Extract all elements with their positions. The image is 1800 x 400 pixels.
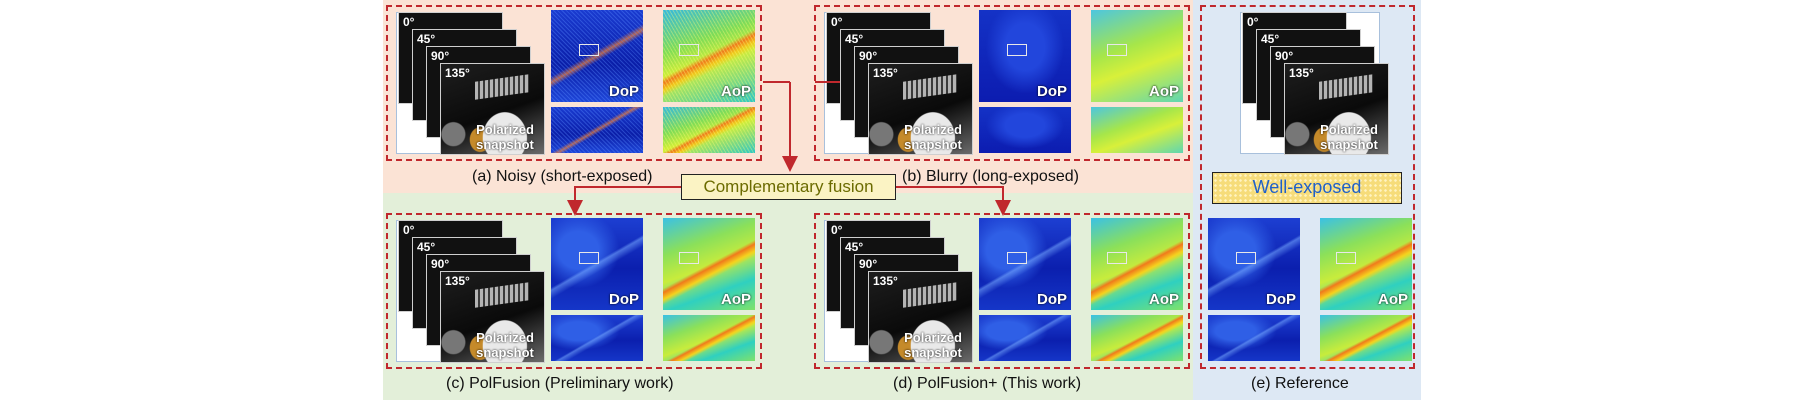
angle-label: 0° [1247,15,1259,29]
angle-label: 0° [403,15,415,29]
roi-box [1236,252,1256,264]
caption-c: (c) PolFusion (Preliminary work) [446,375,674,392]
angle-label: 135° [445,274,470,288]
angle-label: 45° [845,32,864,46]
polarized-snapshot-label: Polarized snapshot [904,330,962,360]
caption-d: (d) PolFusion+ (This work) [893,375,1082,392]
caption-b: (b) Blurry (long-exposed) [902,168,1079,185]
panel-b-dop-crop [979,107,1071,153]
aop-label: AoP [721,291,751,308]
angle-label: 135° [873,274,898,288]
angle-label: 0° [831,223,843,237]
panel-d-aop-crop [1091,315,1183,361]
roi-box [579,252,599,264]
angle-label: 0° [403,223,415,237]
panel-e-dop-map: DoP [1208,218,1300,310]
panel-a-border [386,5,762,161]
roi-box [679,44,699,56]
panel-d-aop-map: AoP [1091,218,1183,310]
panel-b-dop-map: DoP [979,10,1071,102]
roi-box [1107,252,1127,264]
polarized-snapshot-label: Polarized snapshot [1320,122,1378,152]
panel-c-aop-map: AoP [663,218,755,310]
panel-a-dop-map: DoP [551,10,643,102]
arrow-to-polfusion [567,186,681,216]
aop-label: AoP [1149,83,1179,100]
panel-e-aop-map: AoP [1320,218,1412,310]
panel-e-snapshot-3: 135° Polarized snapshot [1284,63,1389,155]
polarized-snapshot-label: Polarized snapshot [476,330,534,360]
arrow-to-polfusion-plus [896,186,1011,216]
roi-box [1007,252,1027,264]
complementary-fusion-box: Complementary fusion [681,174,896,200]
roi-box [579,44,599,56]
roi-box [1336,252,1356,264]
panel-a-aop-crop [663,107,755,153]
angle-label: 90° [431,257,450,271]
polarized-snapshot-label: Polarized snapshot [476,122,534,152]
dop-label: DoP [1266,291,1296,308]
roi-box [679,252,699,264]
well-exposed-badge: Well-exposed [1212,172,1402,204]
panel-b-snapshot-3: 135° Polarized snapshot [868,63,973,155]
aop-label: AoP [1378,291,1408,308]
angle-label: 45° [417,240,436,254]
panel-d-dop-map: DoP [979,218,1071,310]
panel-b-aop-map: AoP [1091,10,1183,102]
dop-label: DoP [1037,291,1067,308]
angle-label: 135° [1289,66,1314,80]
angle-label: 90° [431,49,450,63]
dop-label: DoP [609,291,639,308]
panel-d-snapshot-3: 135° Polarized snapshot [868,271,973,363]
roi-box [1107,44,1127,56]
panel-a-snapshot-3: 135° Polarized snapshot [440,63,545,155]
panel-e-dop-crop [1208,315,1300,361]
panel-b-aop-crop [1091,107,1183,153]
angle-label: 90° [859,49,878,63]
angle-label: 90° [859,257,878,271]
panel-a-dop-crop [551,107,643,153]
polarized-snapshot-label: Polarized snapshot [904,122,962,152]
panel-c-snapshot-3: 135° Polarized snapshot [440,271,545,363]
caption-e: (e) Reference [1251,375,1349,392]
angle-label: 0° [831,15,843,29]
roi-box [1007,44,1027,56]
angle-label: 45° [1261,32,1280,46]
panel-e-border [1200,5,1415,369]
panel-c-dop-map: DoP [551,218,643,310]
angle-label: 45° [417,32,436,46]
angle-label: 135° [445,66,470,80]
aop-label: AoP [721,83,751,100]
panel-e-aop-crop [1320,315,1412,361]
aop-label: AoP [1149,291,1179,308]
angle-label: 45° [845,240,864,254]
panel-a-aop-map: AoP [663,10,755,102]
panel-c-dop-crop [551,315,643,361]
angle-label: 135° [873,66,898,80]
dop-label: DoP [1037,83,1067,100]
angle-label: 90° [1275,49,1294,63]
panel-d-dop-crop [979,315,1071,361]
caption-a: (a) Noisy (short-exposed) [472,168,653,185]
dop-label: DoP [609,83,639,100]
panel-c-aop-crop [663,315,755,361]
